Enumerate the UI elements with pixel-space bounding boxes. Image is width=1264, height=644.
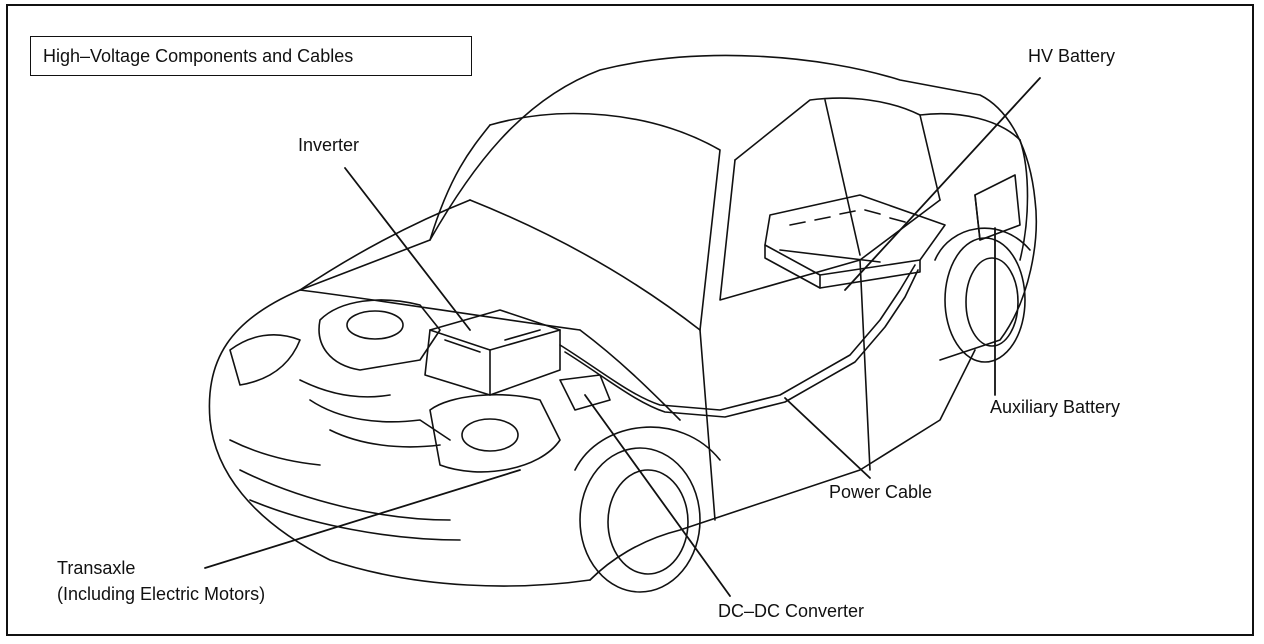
leader-lines xyxy=(204,77,1041,597)
leader-inverter xyxy=(344,167,471,331)
figure-frame xyxy=(6,4,1254,636)
leader-dcdc-converter xyxy=(584,394,731,597)
leader-power-cable xyxy=(784,397,871,479)
label-hv-battery: HV Battery xyxy=(1028,46,1116,66)
auxiliary-battery-unit xyxy=(974,174,1021,241)
inverter-unit xyxy=(424,309,561,396)
leader-transaxle xyxy=(204,469,521,569)
hv-battery-unit xyxy=(764,194,946,289)
label-transaxle: Transaxle xyxy=(57,558,136,578)
dcdc-converter-unit xyxy=(559,374,611,411)
front-wheel xyxy=(574,426,721,593)
engine-bay xyxy=(299,299,451,448)
label-inverter: Inverter xyxy=(298,135,360,155)
leader-hv-battery xyxy=(844,77,1041,291)
label-auxiliary-battery: Auxiliary Battery xyxy=(990,397,1121,417)
figure-title: High–Voltage Components and Cables xyxy=(43,46,354,66)
label-transaxle-sub: (Including Electric Motors) xyxy=(57,584,266,604)
power-cable xyxy=(559,264,919,418)
rear-wheel xyxy=(934,227,1031,363)
title-box: High–Voltage Components and Cables xyxy=(30,36,472,76)
label-dcdc-converter: DC–DC Converter xyxy=(718,601,865,621)
transaxle-unit xyxy=(429,394,561,473)
label-power-cable: Power Cable xyxy=(829,482,933,502)
